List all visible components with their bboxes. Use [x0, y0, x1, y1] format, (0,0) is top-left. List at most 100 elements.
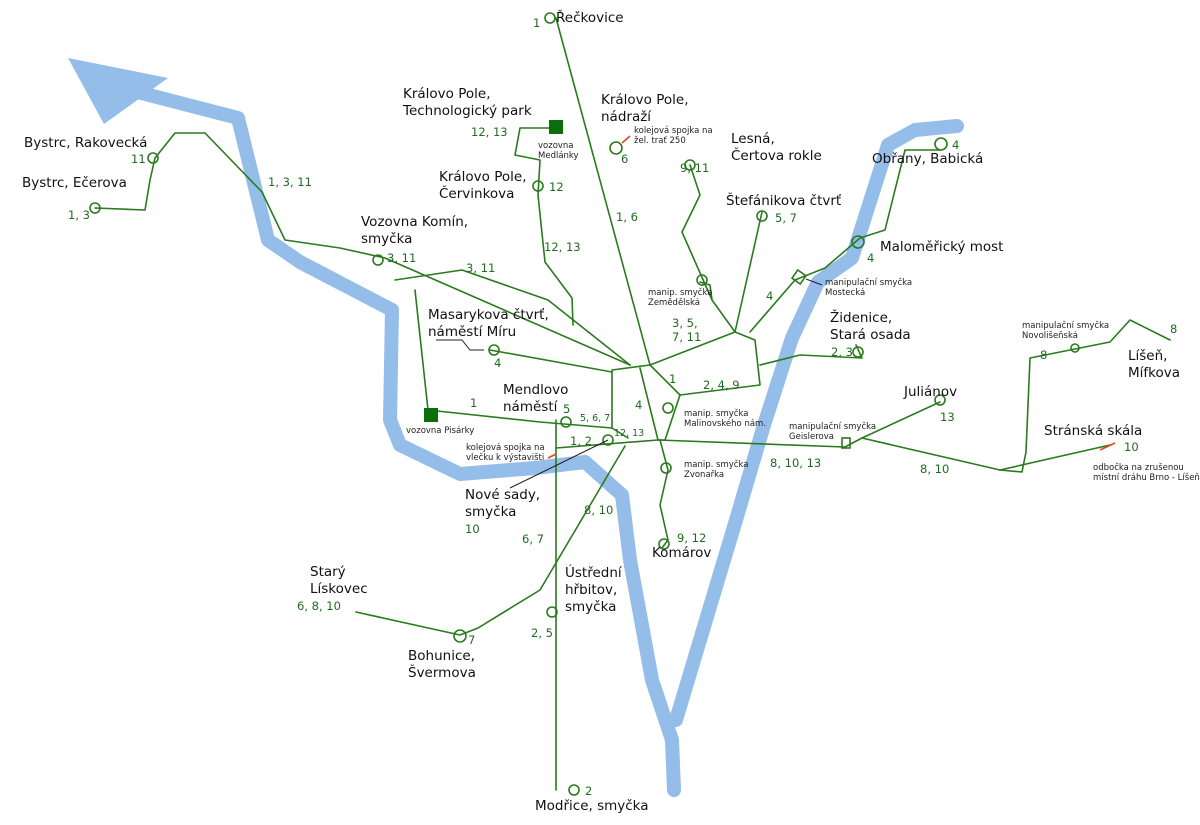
- stop-lisen-mifkova: Líšeň, Mífkova: [1128, 348, 1180, 382]
- track-bystrc-ec: [94, 157, 156, 211]
- lines-mostecka-trunk: 4: [766, 289, 774, 303]
- lines-ustredni: 2, 5: [531, 626, 553, 640]
- stop-ustredni-line1: Ústřední: [565, 565, 622, 581]
- river-svratka: [68, 58, 681, 797]
- stop-bystrc-ecerova: Bystrc, Ečerova: [22, 175, 127, 191]
- stop-vozovna-komin: Vozovna Komín, smyčka: [361, 214, 468, 248]
- note-zemedelska-line2: Zemědělská: [648, 298, 700, 308]
- note-vystaviste-line2: vlečku k výstavišti: [466, 453, 545, 463]
- depot-medlanky: [549, 120, 563, 134]
- stop-ustredni-hrbitov: Ústřední hřbitov, smyčka: [565, 565, 622, 616]
- lines-mendlovo: 5: [563, 402, 571, 416]
- track-reckovice: [555, 17, 651, 366]
- stop-mendlovo-line1: Mendlovo: [503, 382, 569, 398]
- lines-center-4: 4: [635, 398, 643, 412]
- connector-vystaviste: [547, 453, 557, 459]
- lines-bohunice-trunk-67: 6, 7: [522, 532, 544, 546]
- loop-zvonarka: [660, 462, 672, 474]
- note-zemedelska-line1: manip. smyčka: [648, 288, 713, 298]
- stop-nove-sady-line2: smyčka: [465, 504, 517, 520]
- loop-kp-nadrazi: [609, 141, 623, 155]
- stop-lesna: Lesná, Čertova rokle: [731, 131, 822, 165]
- loop-stefanikova: [756, 210, 768, 222]
- stop-kp-nadrazi-line2: nádraží: [601, 109, 652, 125]
- loop-geislerova: [841, 437, 851, 449]
- lines-center-ne-row2: 7, 11: [672, 330, 702, 344]
- loop-lesna: [684, 159, 696, 171]
- lines-nove-sady: 10: [465, 522, 480, 536]
- lines-nove-sady-1213: 12, 13: [614, 428, 645, 439]
- lines-center-ne: 3, 5, 7, 11: [672, 316, 701, 344]
- turning-loops: [89, 12, 1080, 796]
- rail-connectors: [547, 135, 1116, 459]
- lines-bystrc-rak: 11: [131, 152, 146, 166]
- connector-lisen: [1099, 442, 1116, 451]
- lines-stranska: 10: [1124, 440, 1139, 454]
- stop-komin-line1: Vozovna Komín,: [361, 214, 469, 230]
- note-zvonarka-line2: Zvonařka: [684, 470, 725, 480]
- stop-mendlovo-line2: náměstí: [503, 399, 558, 415]
- note-zemedelska: manip. smyčka Zemědělská: [648, 288, 712, 308]
- stop-zidenice-line1: Židenice,: [830, 310, 893, 326]
- lines-center-2-4-9: 2, 4, 9: [703, 378, 740, 392]
- note-kp-spojka: kolejová spojka na žel. trať 250: [634, 126, 713, 146]
- lines-bystrc-trunk: 1, 3, 11: [268, 175, 312, 189]
- lines-mendlovo-567: 5, 6, 7: [580, 413, 611, 424]
- stop-lisen-line2: Mífkova: [1128, 365, 1181, 381]
- note-mostecka-line1: manipulační smyčka: [825, 278, 913, 288]
- lines-geislerova-trunk: 8, 10, 13: [770, 456, 822, 470]
- pointer-lines: [436, 278, 823, 489]
- lines-komin: 3, 11: [387, 251, 417, 265]
- track-nove-sady: [555, 419, 659, 449]
- lines-pisarky-trunk: 1: [470, 396, 478, 410]
- note-mostecka: manipulační smyčka Mostecká: [825, 278, 912, 298]
- loop-novolisenska: [1070, 343, 1080, 353]
- stop-masarykova: Masarykova čtvrť, náměstí Míru: [428, 307, 549, 341]
- lines-komin-trunk: 3, 11: [466, 261, 496, 275]
- loop-ustredni: [546, 606, 558, 618]
- track-masarykova: [489, 349, 613, 373]
- track-kp-tech: [514, 127, 574, 326]
- stop-nove-sady-line1: Nové sady,: [465, 487, 541, 503]
- pointer-nove-sady: [509, 439, 609, 489]
- lines-kp-tech: 12, 13: [471, 125, 508, 139]
- note-geislerova: manipulační smyčka Geislerova: [789, 422, 876, 442]
- note-zvonarka: manip. smyčka Zvonařka: [684, 460, 748, 480]
- track-stefanikova: [734, 211, 763, 333]
- stop-komarov: Komárov: [652, 545, 712, 561]
- stop-ustredni-line2: hřbitov,: [565, 582, 618, 598]
- stop-modrice: Modřice, smyčka: [535, 798, 649, 814]
- loop-malinovskeho: [662, 402, 674, 414]
- track-east-trunk: [657, 319, 1171, 473]
- lines-kp-cerv-trunk: 12, 13: [544, 240, 581, 254]
- stop-masarykova-line2: náměstí Míru: [428, 324, 517, 340]
- track-stranska: [999, 444, 1111, 471]
- lines-obrany: 4: [952, 138, 960, 152]
- loop-bystrc-ec: [89, 202, 101, 214]
- stop-stranska-skala: Stránská skála: [1044, 423, 1143, 439]
- stop-bohunice-line2: Švermova: [408, 665, 476, 681]
- track-komarov: [659, 439, 669, 549]
- lines-stranska-trunk: 8, 10: [920, 462, 950, 476]
- loop-komarov: [658, 538, 670, 550]
- depots: [424, 120, 563, 422]
- note-vystaviste-line1: kolejová spojka na: [466, 443, 545, 453]
- stop-mendlovo: Mendlovo náměstí: [503, 382, 568, 416]
- stop-stary-line2: Lískovec: [310, 581, 368, 597]
- lines-nove-sady-12: 1, 2: [570, 434, 592, 448]
- stop-kp-cerv-line1: Královo Pole,: [439, 169, 527, 185]
- loop-reckovice: [544, 12, 556, 24]
- lines-bohunice: 7: [468, 633, 476, 647]
- stop-kp-cerv-line2: Červinkova: [439, 186, 515, 202]
- stop-komin-line2: smyčka: [361, 231, 413, 247]
- stop-kp-tech-line2: Technologický park: [403, 103, 532, 119]
- stop-bystrc-rakovecka: Bystrc, Rakovecká: [24, 135, 148, 151]
- stop-bohunice-line1: Bohunice,: [408, 648, 475, 664]
- track-zidenice: [759, 344, 863, 366]
- lines-lesna: 9, 11: [680, 161, 710, 175]
- lines-stary: 6, 8, 10: [297, 599, 341, 613]
- loop-cervinkova: [532, 180, 544, 192]
- stop-reckovice: Řečkovice: [556, 10, 624, 26]
- loop-zemedelska: [696, 274, 708, 286]
